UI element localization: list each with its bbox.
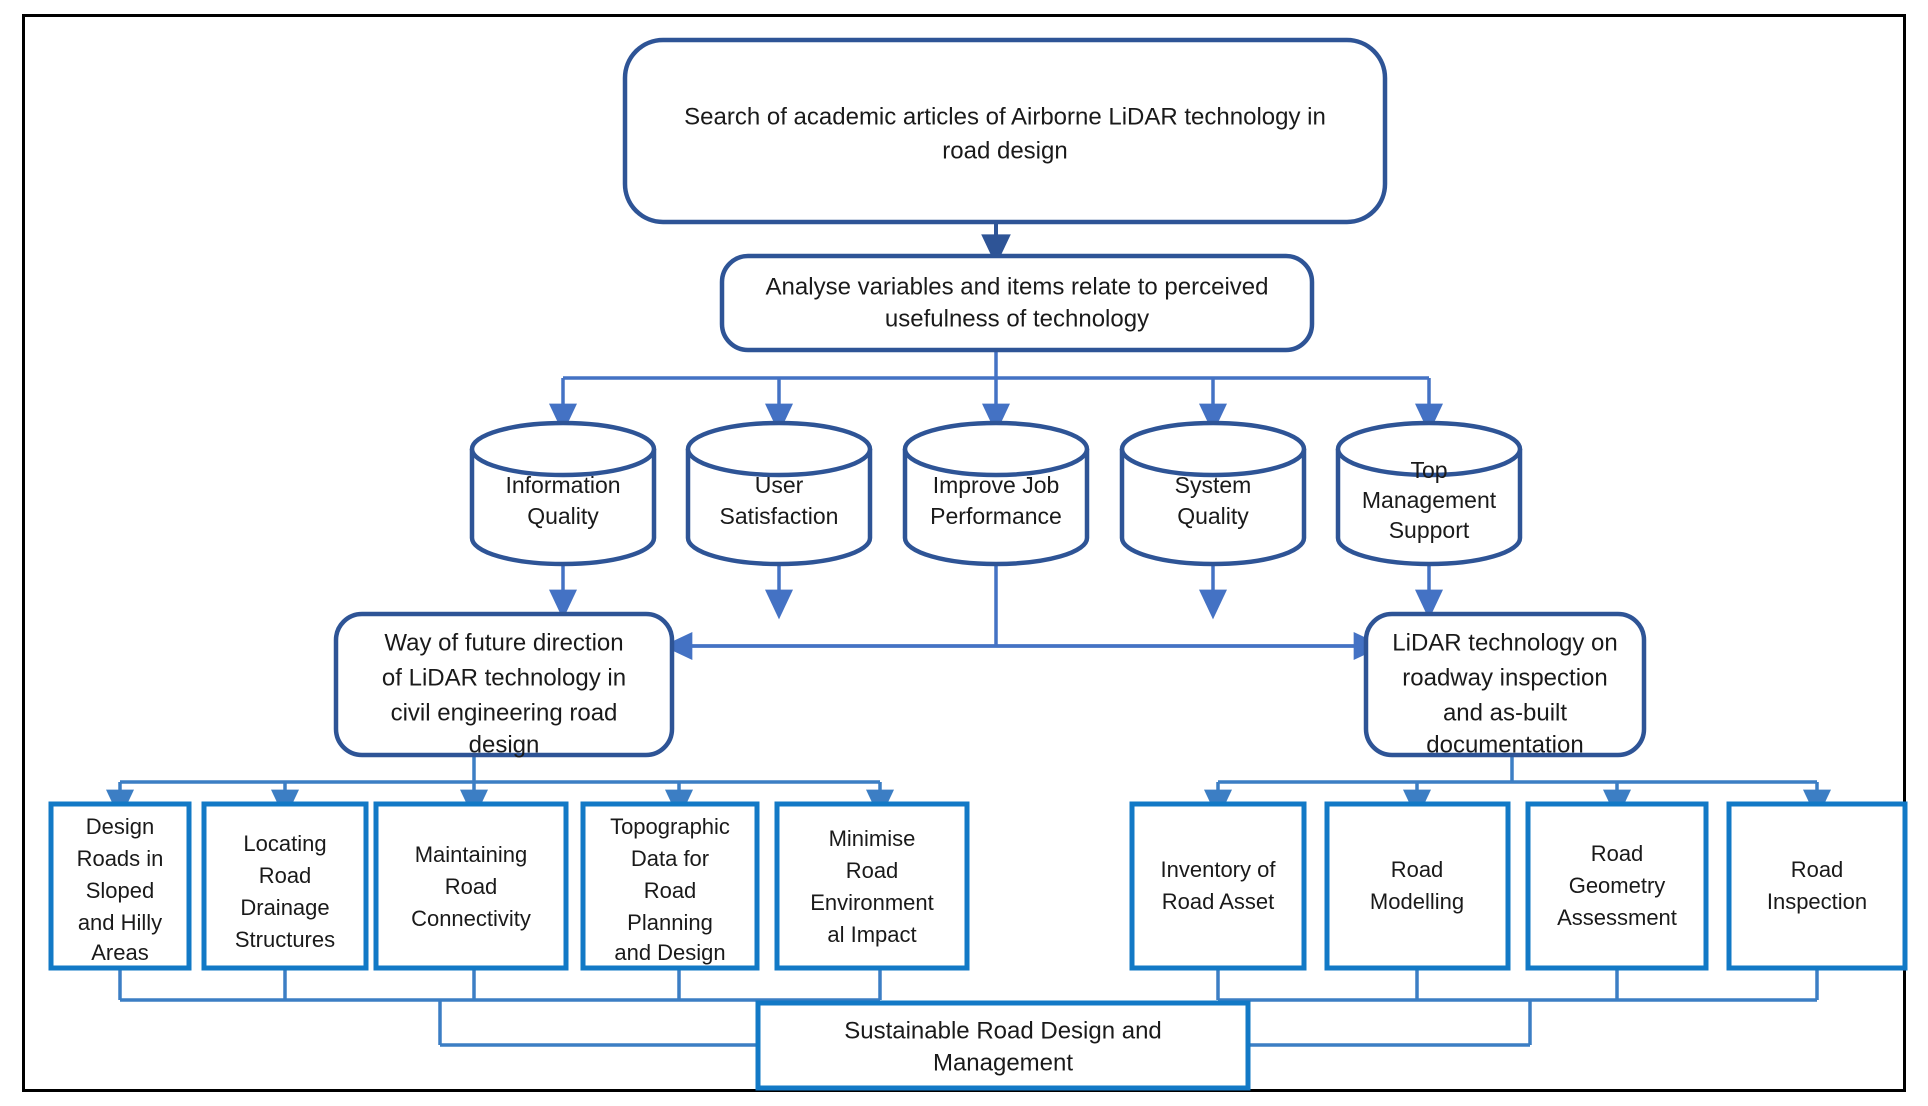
node-cylinder-system-quality[interactable]: System Quality: [1119, 420, 1307, 567]
left-leaf-1-line3: Sloped: [86, 878, 155, 903]
left-leaf-5-line3: Environment: [810, 890, 934, 915]
left-leaf-5-line4: al Impact: [827, 922, 916, 947]
node-leaf-design-roads-sloped-hilly[interactable]: Design Roads in Sloped and Hilly Areas: [48, 801, 192, 971]
left-leaf-5-line2: Road: [846, 858, 899, 883]
left-leaf-3-line3: Connectivity: [411, 906, 531, 931]
outcome-line1: Sustainable Road Design and: [844, 1017, 1162, 1044]
connector-right-branch-to-leaves: [1204, 755, 1831, 820]
right-leaf-2-line2: Modelling: [1370, 889, 1464, 914]
node-leaf-locating-road-drainage[interactable]: Locating Road Drainage Structures: [201, 801, 369, 971]
node-leaf-road-modelling[interactable]: Road Modelling: [1324, 801, 1511, 971]
left-leaf-4-line3: Road: [644, 878, 697, 903]
left-leaf-4-line1: Topographic: [610, 814, 730, 839]
right-leaf-3-line3: Assessment: [1557, 905, 1677, 930]
branch-left-line2: of LiDAR technology in: [382, 664, 626, 691]
left-leaf-1-line1: Design: [86, 814, 154, 839]
branch-right-line4: documentation: [1426, 731, 1583, 758]
cylinder-3-line1: Improve Job: [933, 472, 1060, 498]
left-leaf-4-line2: Data for: [631, 846, 709, 871]
left-leaf-3-line2: Road: [445, 874, 498, 899]
cylinder-4-line1: System: [1175, 472, 1252, 498]
left-leaf-4-line5: and Design: [614, 940, 725, 965]
connector-analyse-to-cylinders: [549, 350, 1443, 434]
connector-left-leaves-to-outcome: [118, 968, 882, 1047]
right-leaf-4-line2: Inspection: [1767, 889, 1867, 914]
branch-left-line1: Way of future direction: [384, 629, 623, 656]
cylinder-2-line1: User: [755, 472, 804, 498]
node-cylinder-top-management-support[interactable]: Top Management Support: [1335, 420, 1523, 567]
node-branch-future-direction[interactable]: Way of future direction of LiDAR technol…: [333, 611, 675, 758]
cylinder-1-line1: Information: [505, 472, 620, 498]
node-leaf-maintaining-road-connectivity[interactable]: Maintaining Road Connectivity: [373, 801, 569, 971]
right-leaf-3-line1: Road: [1591, 841, 1644, 866]
right-leaf-4-line1: Road: [1791, 857, 1844, 882]
left-leaf-2-line1: Locating: [243, 831, 326, 856]
cylinder-3-line2: Performance: [930, 503, 1062, 529]
cylinder-5-line1: Top: [1410, 457, 1447, 483]
start-label-line2: road design: [942, 137, 1067, 164]
cylinder-2-line2: Satisfaction: [720, 503, 839, 529]
node-cylinder-improve-job-performance[interactable]: Improve Job Performance: [902, 420, 1090, 567]
node-leaf-inventory-of-road-asset[interactable]: Inventory of Road Asset: [1129, 801, 1307, 971]
right-leaf-1-line2: Road Asset: [1162, 889, 1275, 914]
cylinder-5-line3: Support: [1389, 517, 1470, 543]
branch-right-line3: and as-built: [1443, 699, 1567, 726]
node-branch-roadway-inspection[interactable]: LiDAR technology on roadway inspection a…: [1363, 611, 1647, 758]
node-analyse-variables[interactable]: Analyse variables and items relate to pe…: [719, 253, 1315, 353]
left-leaf-2-line4: Structures: [235, 927, 335, 952]
node-leaf-minimise-road-environmental-impact[interactable]: Minimise Road Environment al Impact: [774, 801, 970, 971]
node-leaf-topographic-data[interactable]: Topographic Data for Road Planning and D…: [580, 801, 760, 971]
left-leaf-1-line4: and Hilly: [78, 910, 162, 935]
connector-cylinders-to-branches: [549, 553, 1443, 660]
branch-left-line3: civil engineering road: [391, 699, 618, 726]
outcome-line2: Management: [933, 1049, 1073, 1076]
left-leaf-2-line2: Road: [259, 863, 312, 888]
node-leaf-road-inspection[interactable]: Road Inspection: [1726, 801, 1908, 971]
node-cylinder-information-quality[interactable]: Information Quality: [469, 420, 657, 567]
connector-right-leaves-to-outcome: [1216, 968, 1819, 1047]
connector-left-branch-to-leaves: [106, 755, 894, 820]
left-leaf-1-line2: Roads in: [77, 846, 164, 871]
right-leaf-2-line1: Road: [1391, 857, 1444, 882]
branch-right-line2: roadway inspection: [1402, 664, 1607, 691]
cylinder-4-line2: Quality: [1177, 503, 1249, 529]
left-leaf-4-line4: Planning: [627, 910, 713, 935]
node-cylinder-user-satisfaction[interactable]: User Satisfaction: [685, 420, 873, 567]
branch-right-line1: LiDAR technology on: [1392, 629, 1617, 656]
left-leaf-1-line5: Areas: [91, 940, 148, 965]
node-outcome-sustainable-road-design[interactable]: Sustainable Road Design and Management: [755, 1000, 1251, 1091]
left-leaf-2-line3: Drainage: [240, 895, 329, 920]
branch-left-line4: design: [469, 731, 540, 758]
left-leaf-5-line1: Minimise: [829, 826, 916, 851]
cylinder-1-line2: Quality: [527, 503, 599, 529]
analyse-label-line1: Analyse variables and items relate to pe…: [766, 273, 1269, 300]
right-leaf-1-line1: Inventory of: [1161, 857, 1277, 882]
start-label-line1: Search of academic articles of Airborne …: [684, 103, 1326, 130]
right-leaf-3-line2: Geometry: [1569, 873, 1666, 898]
analyse-label-line2: usefulness of technology: [885, 305, 1149, 332]
cylinder-5-line2: Management: [1362, 487, 1497, 513]
left-leaf-3-line1: Maintaining: [415, 842, 528, 867]
node-leaf-road-geometry-assessment[interactable]: Road Geometry Assessment: [1525, 801, 1709, 971]
node-search-academic-articles[interactable]: Search of academic articles of Airborne …: [622, 37, 1388, 225]
